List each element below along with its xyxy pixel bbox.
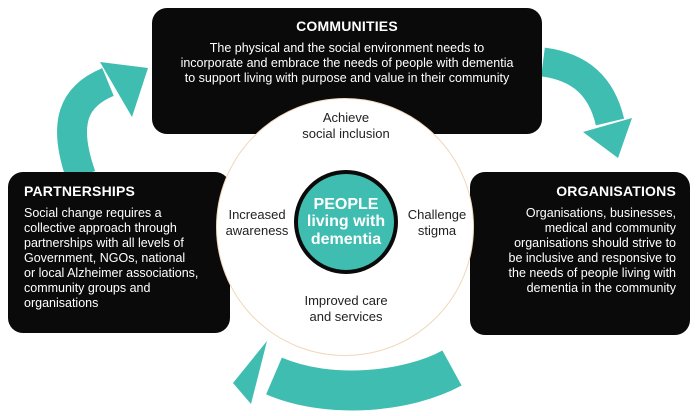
curved-arrow-up-right-icon — [57, 62, 148, 181]
communities-body: The physical and the social environment … — [180, 41, 514, 85]
organisations-title: ORGANISATIONS — [556, 183, 676, 199]
curved-arrow-down-right-icon — [540, 47, 632, 158]
organisations-body: Organisations, businesses,medical and co… — [508, 206, 676, 295]
organisations-box: ORGANISATIONS Organisations, businesses,… — [470, 172, 690, 335]
communities-title: COMMUNITIES — [296, 18, 398, 34]
partnerships-title: PARTNERSHIPS — [24, 183, 136, 199]
communities-box: COMMUNITIES The physical and the social … — [152, 8, 542, 134]
curved-arrow-left-icon — [233, 341, 462, 411]
